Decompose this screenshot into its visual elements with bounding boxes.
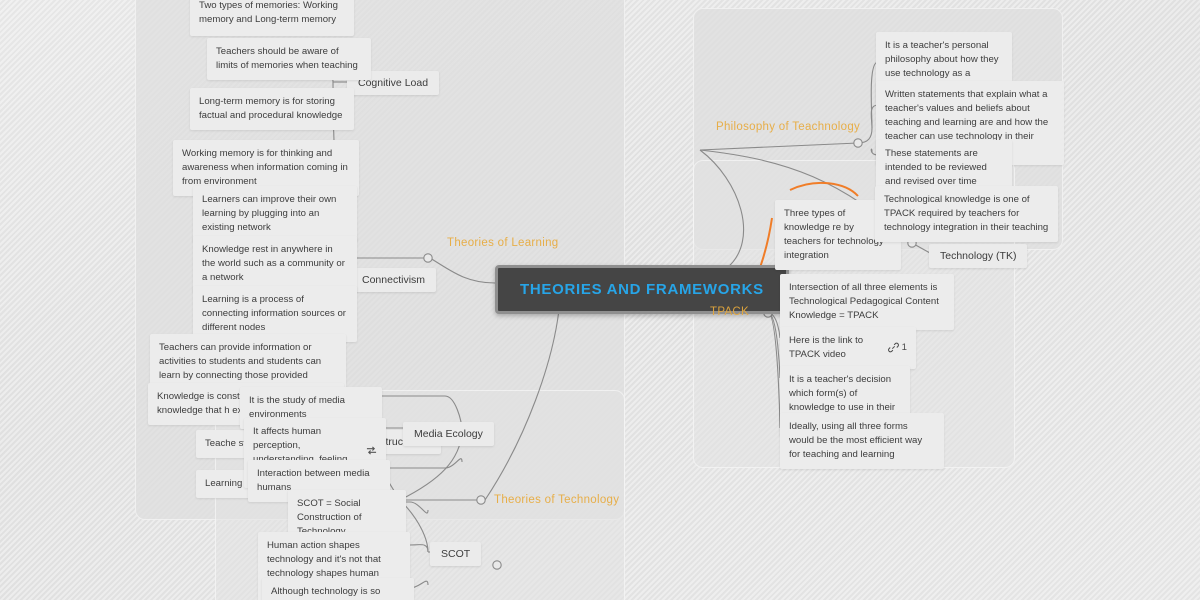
detail-card[interactable]: Learners can improve their own learning … (193, 186, 357, 242)
topic-node-connectivism[interactable]: Connectivism (351, 268, 437, 292)
branch-label-theories-of-learning[interactable]: Theories of Learning (447, 237, 559, 249)
detail-card[interactable]: Two types of memories: Working memory an… (190, 0, 354, 36)
detail-card[interactable]: Ideally, using all three forms would be … (780, 413, 944, 469)
detail-card[interactable]: Learning is a process of connecting info… (193, 286, 357, 342)
detail-card[interactable]: Long-term memory is for storing factual … (190, 88, 354, 130)
detail-card-text: Here is the link to TPACK video (789, 335, 864, 360)
link-icon (887, 343, 899, 353)
detail-card[interactable]: Technological knowledge is one of TPACK … (875, 186, 1058, 242)
central-node[interactable]: THEORIES AND FRAMEWORKS (495, 265, 789, 314)
swap-icon[interactable] (366, 445, 377, 461)
detail-card[interactable]: Although technology is so good, it is mo… (262, 578, 414, 600)
topic-node-scot[interactable]: SCOT (430, 542, 482, 566)
detail-card-with-link[interactable]: Here is the link to TPACK video 1 (780, 327, 916, 369)
detail-card[interactable]: Knowledge rest in anywhere in the world … (193, 236, 357, 292)
topic-node-technology-tk[interactable]: Technology (TK) (929, 244, 1028, 268)
detail-card[interactable]: Working memory is for thinking and aware… (173, 140, 359, 196)
detail-card[interactable]: Intersection of all three elements is Te… (780, 274, 954, 330)
topic-node-media-ecology[interactable]: Media Ecology (403, 422, 494, 446)
attachment-count: 1 (901, 341, 907, 353)
attachment-badge[interactable]: 1 (887, 341, 907, 355)
branch-label-theories-of-technology[interactable]: Theories of Technology (494, 494, 620, 506)
branch-label-tpack[interactable]: TPACK (710, 306, 749, 318)
branch-label-philosophy-of-teachnology[interactable]: Philosophy of Teachnology (716, 121, 861, 133)
detail-card[interactable]: Teachers should be aware of limits of me… (207, 38, 371, 80)
